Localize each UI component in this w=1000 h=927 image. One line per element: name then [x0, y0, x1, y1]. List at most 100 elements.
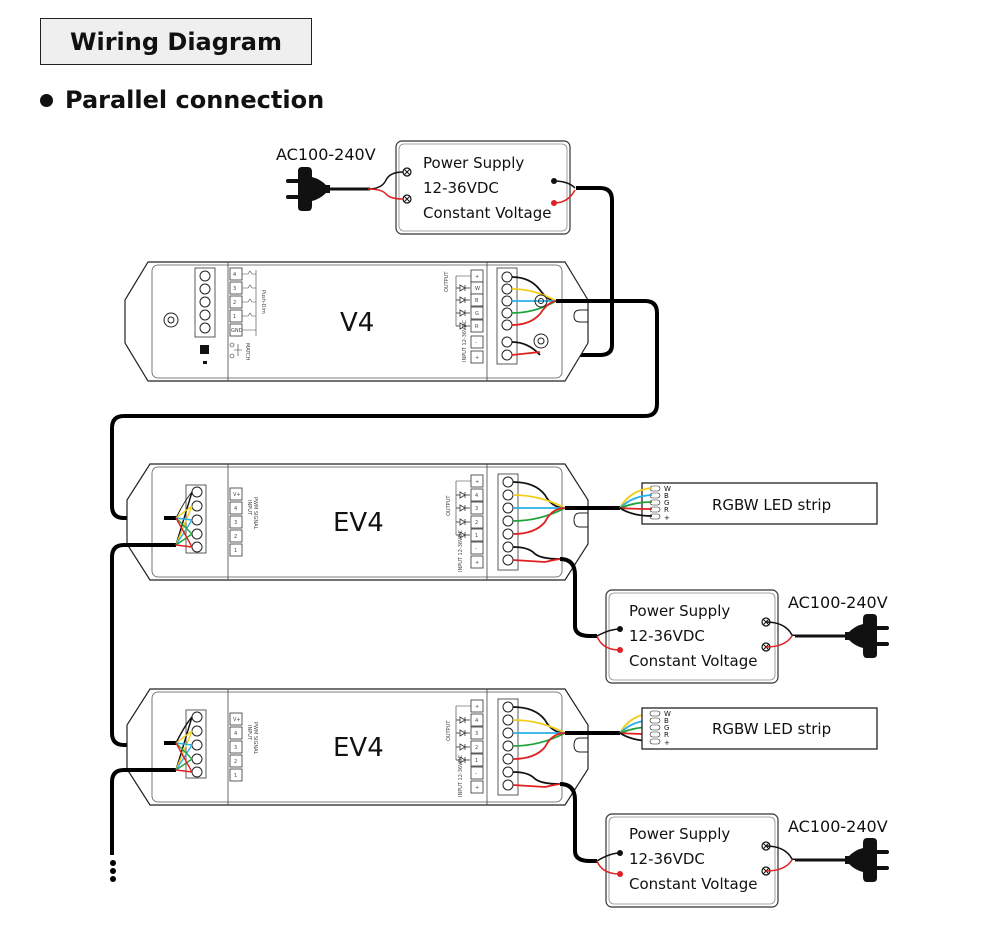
ac-plug-icon	[286, 167, 330, 211]
ev4-1-name: EV4	[333, 508, 384, 538]
led-strip-2-pin-plus: +	[664, 739, 670, 747]
power-supply-1: Power Supply 12-36VDC Constant Voltage	[395, 140, 571, 235]
signal-cable-ev4-1-to-ev4-2	[110, 543, 164, 747]
led-strip-2-pin-b: B	[664, 717, 669, 725]
signal-cable-v4-to-ev4-1	[110, 299, 659, 520]
continuation-dot	[110, 860, 116, 866]
push-key-1: 1	[233, 314, 236, 320]
ev4-2-pwm-3: 3	[234, 745, 237, 751]
ev4-1-in-minus: -	[475, 546, 477, 552]
led-strip-1-pin-r: R	[664, 506, 669, 514]
ev4-2-power-input-label: INPUT 12-36VDC	[458, 755, 464, 797]
ev4-controller-2: V+ 4 3 2 1 INPUT PWM SIGNAL EV4 + 4 3 2 …	[126, 688, 653, 863]
led-strip-1-pin-plus: +	[664, 514, 670, 522]
v4-output-label: OUTPUT	[444, 271, 450, 292]
v4-out-b: B	[475, 298, 479, 304]
ev4-1-pwm-4: 4	[234, 506, 237, 512]
ev4-1-out-4: 4	[475, 493, 478, 499]
led-strip-2: RGBW LED strip W B G R +	[641, 707, 878, 750]
ev4-2-out-plus: +	[475, 704, 479, 710]
power-supply-1-line2: 12-36VDC	[423, 179, 499, 197]
ev4-1-out-plus: +	[475, 479, 479, 485]
ev4-1-out-2: 2	[475, 520, 478, 526]
power-supply-3: Power Supply 12-36VDC Constant Voltage	[605, 813, 779, 908]
ev4-2-out-4: 4	[475, 718, 478, 724]
ev4-1-pwm-1: 1	[234, 548, 237, 554]
v4-controller: 4 3 2 1 GND Push-Dim MATCH V4 + W B G R …	[124, 261, 589, 382]
ac-plug-icon	[845, 614, 889, 658]
ev4-1-output-label: OUTPUT	[446, 495, 452, 516]
ev4-2-out-3: 3	[475, 731, 478, 737]
ac-input-label-3: AC100-240V	[788, 817, 888, 836]
push-dim-label: Push-Dim	[260, 290, 266, 314]
bullet-icon	[40, 93, 53, 107]
ev4-2-out-2: 2	[475, 745, 478, 751]
power-supply-2-line3: Constant Voltage	[629, 652, 757, 670]
match-label: MATCH	[244, 343, 250, 361]
ev4-2-pwm-4: 4	[234, 731, 237, 737]
ev4-2-input-label: INPUT	[246, 725, 252, 741]
dc-cable-psu1-to-v4	[540, 186, 614, 357]
ev4-2-pwm-2: 2	[234, 759, 237, 765]
ev4-1-out-3: 3	[475, 506, 478, 512]
ev4-1-power-input-label: INPUT 12-36VDC	[458, 530, 464, 572]
ev4-1-pwm-2: 2	[234, 534, 237, 540]
ev4-2-name: EV4	[333, 733, 384, 763]
push-key-4: 4	[233, 272, 236, 278]
v4-in-minus: -	[475, 340, 477, 346]
ev4-2-pwm-1: 1	[234, 773, 237, 779]
power-supply-2-line2: 12-36VDC	[629, 627, 705, 645]
ac-input-label-2: AC100-240V	[788, 593, 888, 612]
led-strip-1-pin-w: W	[664, 485, 671, 493]
v4-out-plus: +	[475, 274, 479, 280]
ev4-2-pwm-label: PWM SIGNAL	[252, 722, 258, 755]
section-heading-text: Parallel connection	[65, 86, 325, 114]
led-strip-1-label: RGBW LED strip	[712, 496, 831, 514]
power-supply-2: Power Supply 12-36VDC Constant Voltage	[605, 589, 779, 684]
led-strip-2-pin-g: G	[664, 724, 669, 732]
match-button	[200, 345, 209, 354]
power-supply-3-line3: Constant Voltage	[629, 875, 757, 893]
push-key-3: 3	[233, 286, 236, 292]
ev4-1-input-label: INPUT	[246, 500, 252, 516]
ev4-1-pwm-3: 3	[234, 520, 237, 526]
ev4-2-in-plus: +	[475, 785, 479, 791]
ev4-1-in-plus: +	[475, 560, 479, 566]
ev4-controller-1: V+ 4 3 2 1 INPUT PWM SIGNAL EV4 + 4 3 2 …	[126, 463, 589, 581]
ev4-1-pwm-vplus: V+	[233, 492, 241, 498]
ac-terminal-icon	[402, 167, 412, 177]
v4-name: V4	[340, 308, 374, 338]
dc-cable-psu2-to-ev4-1	[559, 557, 597, 638]
ev4-2-out-1: 1	[475, 758, 478, 764]
led-strip-1: RGBW LED strip W B G R +	[641, 482, 878, 525]
v4-in-plus: +	[475, 355, 479, 361]
ev4-2-pwm-vplus: V+	[233, 717, 241, 723]
v4-input-label: INPUT 12-36VDC	[462, 320, 468, 362]
power-supply-1-line1: Power Supply	[423, 154, 524, 172]
title-box: Wiring Diagram	[40, 18, 312, 65]
ev4-1-pwm-label: PWM SIGNAL	[252, 497, 258, 530]
ac-terminal-icon	[402, 194, 412, 204]
power-supply-3-line1: Power Supply	[629, 825, 730, 843]
led-strip-1-pin-b: B	[664, 492, 669, 500]
v4-out-g: G	[475, 311, 479, 317]
ac-input-label-1: AC100-240V	[276, 145, 376, 164]
ev4-1-out-1: 1	[475, 533, 478, 539]
led-strip-1-pin-g: G	[664, 499, 669, 507]
signal-cable-continuation	[110, 768, 164, 855]
led-strip-2-label: RGBW LED strip	[712, 720, 831, 738]
continuation-dot	[110, 868, 116, 874]
page-title: Wiring Diagram	[70, 27, 282, 56]
push-key-2: 2	[233, 300, 236, 306]
ac-plug-icon	[845, 838, 889, 882]
led-strip-2-pin-r: R	[664, 731, 669, 739]
section-heading: Parallel connection	[40, 86, 324, 114]
led-strip-2-pin-w: W	[664, 710, 671, 718]
ev4-2-output-label: OUTPUT	[446, 720, 452, 741]
ev4-2-in-minus: -	[475, 771, 477, 777]
v4-out-r: R	[475, 324, 479, 330]
power-supply-2-line1: Power Supply	[629, 602, 730, 620]
power-supply-1-line3: Constant Voltage	[423, 204, 551, 222]
continuation-dot	[110, 876, 116, 882]
